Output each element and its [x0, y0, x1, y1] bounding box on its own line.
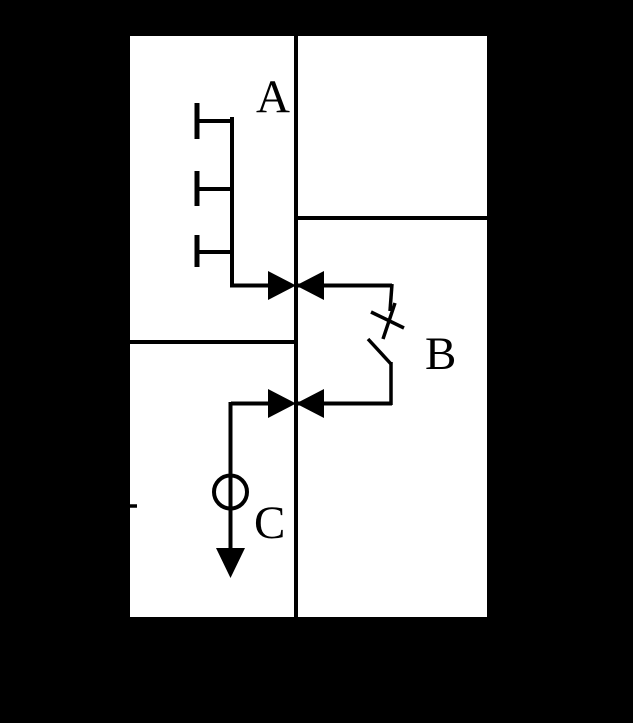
paper-panel — [130, 36, 487, 617]
label-c: C — [254, 497, 286, 549]
down-arrow-icon — [216, 548, 245, 578]
branch-c-group — [212, 402, 249, 578]
bowtie-valve-top-icon — [268, 271, 392, 300]
meter-circle-icon — [212, 473, 249, 511]
bowtie-valve-bottom-icon — [231, 389, 392, 418]
branch-b-group — [366, 283, 405, 405]
tee-feeder-group — [194, 103, 271, 288]
label-a: A — [256, 71, 290, 123]
label-b: B — [425, 328, 457, 380]
x-break-diagonal-stroke-icon — [370, 310, 405, 330]
valve-bottom-left-triangle — [268, 389, 296, 418]
branch-b-drop-wire — [388, 283, 394, 312]
switch-blade-icon — [366, 337, 393, 366]
valve-top-left-triangle — [268, 271, 296, 300]
